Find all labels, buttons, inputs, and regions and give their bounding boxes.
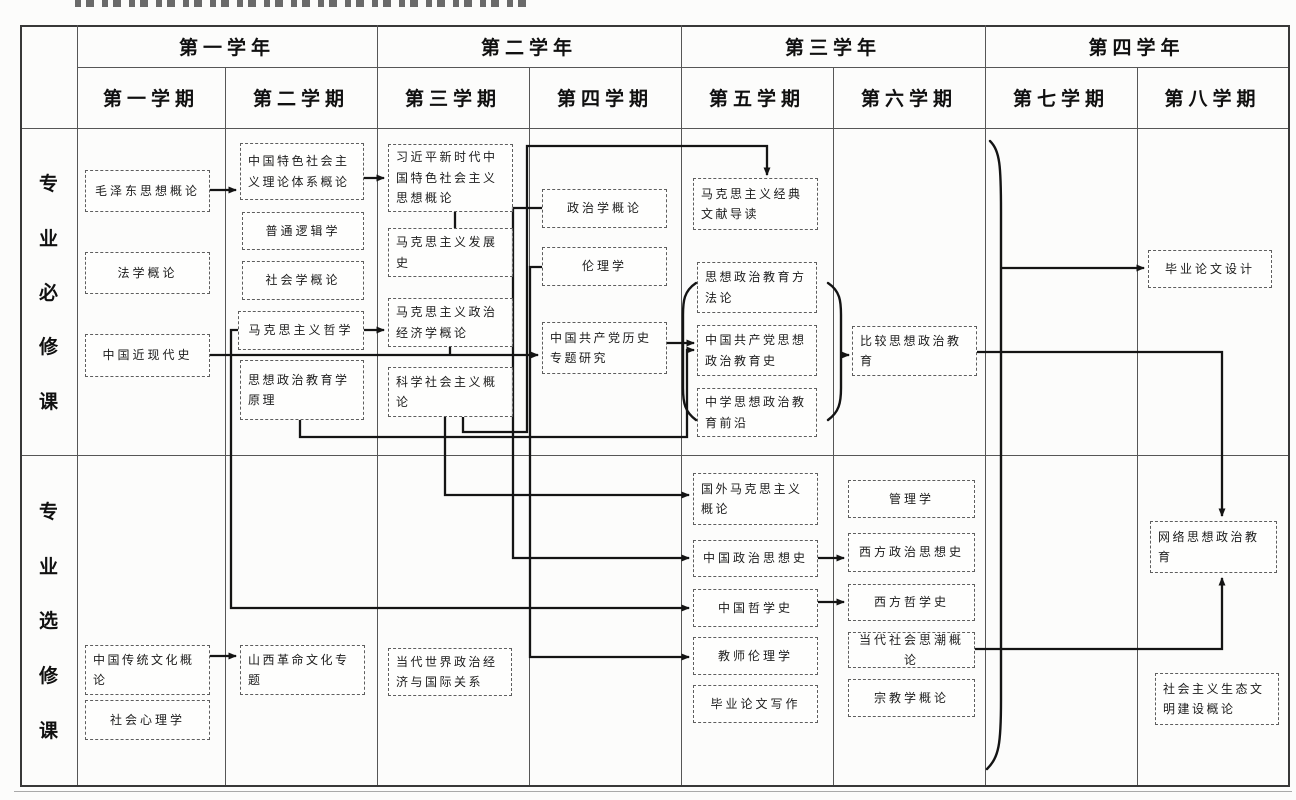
- year-header-4: 第四学年: [1088, 37, 1185, 59]
- course-box-makesi-fazhanshi: 马克思主义发展史: [388, 228, 513, 277]
- semester-header-1: 第一学期: [102, 89, 199, 110]
- section-column-border: [77, 25, 78, 785]
- course-box-xijinping-sixiang: 习近平新时代中国特色社会主义思想概论: [388, 144, 513, 212]
- course-box-mao-gailun: 毛泽东思想概论: [85, 170, 210, 212]
- table-bottom-shadow-line: [14, 791, 1292, 792]
- course-box-guowai-makesi: 国外马克思主义概论: [693, 473, 818, 525]
- edge-shehui-sichao-to-wangluo-sizheng: [975, 576, 1226, 651]
- course-box-zhongtese-tixi: 中国特色社会主义理论体系概论: [240, 143, 364, 200]
- semester-header-3: 第三学期: [404, 89, 501, 110]
- column-border-3: [529, 67, 530, 785]
- course-box-dangdai-shijie: 当代世界政治经济与国际关系: [388, 648, 512, 696]
- group-left-brace: [681, 281, 698, 422]
- course-box-bijiao-sizheng: 比较思想政治教育: [852, 326, 977, 376]
- course-box-shehui-xinlixue: 社会心理学: [85, 700, 210, 740]
- table-left-border: [20, 25, 22, 787]
- edge-bijiao-sizheng-to-wangluo-sizheng: [977, 350, 1226, 518]
- header-body-divider: [20, 128, 1288, 129]
- group-right-brace: [826, 281, 843, 422]
- year-header-3: 第三学年: [784, 37, 881, 59]
- course-box-putong-luojixue: 普通逻辑学: [242, 212, 364, 250]
- course-box-shehuixue-gailun: 社会学概论: [242, 261, 364, 300]
- course-box-kexue-shehuizhuyi: 科学社会主义概论: [388, 367, 513, 417]
- course-box-shanxi-geming: 山西革命文化专题: [240, 645, 365, 695]
- course-box-zhongguo-zhengzhi: 中国政治思想史: [693, 540, 818, 577]
- column-border-6: [985, 25, 986, 785]
- semester-header-5: 第五学期: [708, 89, 805, 110]
- required-elective-divider: [20, 455, 1288, 456]
- course-box-shengtai-wenming: 社会主义生态文明建设概论: [1155, 673, 1279, 725]
- column-border-5: [833, 67, 834, 785]
- course-box-xifang-zhexueshi: 西方哲学史: [848, 584, 975, 621]
- table-right-border: [1288, 25, 1290, 787]
- column-border-7: [1137, 67, 1138, 785]
- table-bottom-border: [20, 785, 1288, 787]
- course-box-makesi-zhexue: 马克思主义哲学: [238, 311, 364, 350]
- section-label-required: 专业必修课: [38, 174, 58, 413]
- edge-kexue-shehuizhuyi-to-guowai-makesi: [443, 417, 691, 499]
- course-box-gongchandang-lishi: 中国共产党历史专题研究: [542, 322, 667, 374]
- semester-header-2: 第二学期: [252, 89, 349, 110]
- course-box-biye-lunwen-xiezuo: 毕业论文写作: [693, 685, 818, 723]
- course-box-fangfalun: 思想政治教育方法论: [697, 262, 817, 313]
- course-box-shehui-sichao: 当代社会思潮概论: [848, 632, 975, 668]
- course-box-sizheng-jiaoyushi: 中国共产党思想政治教育史: [697, 325, 817, 376]
- course-box-faxue-gailun: 法学概论: [85, 252, 210, 294]
- year-semester-divider: [77, 67, 1288, 68]
- semester-header-6: 第六学期: [860, 89, 957, 110]
- semester-header-8: 第八学期: [1164, 89, 1261, 110]
- course-box-zhengzhijingjixue: 马克思主义政治经济学概论: [388, 298, 513, 347]
- column-border-1: [225, 67, 226, 785]
- semester-header-7: 第七学期: [1012, 89, 1109, 110]
- column-border-2: [377, 25, 378, 785]
- course-box-wangluo-sizheng: 网络思想政治教育: [1150, 521, 1277, 573]
- course-box-jingdian-wenxian: 马克思主义经典文献导读: [693, 178, 818, 230]
- course-box-chuantong-wenhua: 中国传统文化概论: [85, 645, 210, 695]
- course-box-guanlixue: 管理学: [848, 480, 975, 518]
- course-box-zongjiaoxue: 宗教学概论: [848, 679, 975, 717]
- course-box-lunlixue: 伦理学: [542, 247, 667, 286]
- year-header-1: 第一学年: [178, 37, 275, 59]
- course-box-jinxiandaishi: 中国近现代史: [85, 334, 210, 377]
- course-box-zhongxue-qianyan: 中学思想政治教育前沿: [697, 388, 817, 437]
- semester-header-4: 第四学期: [556, 89, 653, 110]
- course-box-biye-lunwen-sheji: 毕业论文设计: [1148, 250, 1272, 288]
- course-box-sixiang-yuanli: 思想政治教育学原理: [240, 360, 364, 420]
- cropped-caption-fragment: [75, 0, 533, 7]
- section-label-elective: 专业选修课: [38, 501, 58, 743]
- column-border-4: [681, 25, 682, 785]
- course-box-xifang-zhengzhi: 西方政治思想史: [848, 533, 975, 572]
- year-header-2: 第二学年: [480, 37, 577, 59]
- course-box-jiaoshi-lunlixue: 教师伦理学: [693, 637, 818, 675]
- course-box-zhongguo-zhexueshi: 中国哲学史: [693, 589, 818, 627]
- table-top-border: [20, 25, 1288, 27]
- course-box-zhengzhixue-gailun: 政治学概论: [542, 189, 667, 228]
